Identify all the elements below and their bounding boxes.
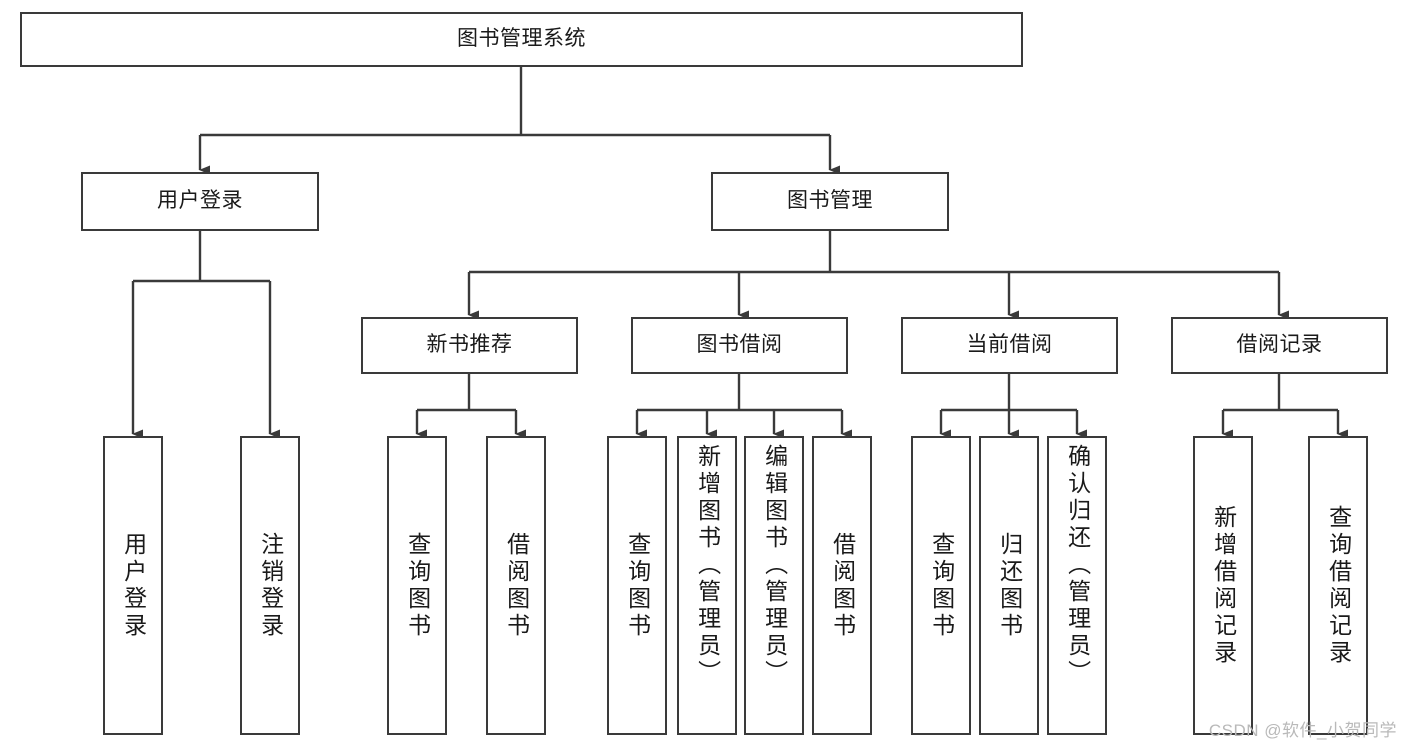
- leaf-borrow-add-book-admin[interactable]: 新增图书（管理员）: [677, 436, 737, 735]
- leaf-user-login-signin[interactable]: 用户登录: [103, 436, 163, 735]
- node-label: 编辑图书（管理员）: [761, 444, 788, 687]
- node-label: 当前借阅: [966, 333, 1053, 357]
- node-label: 图书管理: [787, 189, 873, 213]
- node-label: 借阅图书: [829, 531, 856, 640]
- node-borrowing-records[interactable]: 借阅记录: [1171, 317, 1388, 374]
- node-current-borrowing[interactable]: 当前借阅: [901, 317, 1118, 374]
- node-label: 新增借阅记录: [1210, 504, 1237, 667]
- node-root-book-management-system[interactable]: 图书管理系统: [20, 12, 1023, 67]
- node-label: 查询借阅记录: [1325, 504, 1352, 667]
- node-label: 新增图书（管理员）: [694, 444, 721, 687]
- node-book-management[interactable]: 图书管理: [711, 172, 949, 231]
- leaf-current-return-book[interactable]: 归还图书: [979, 436, 1039, 735]
- node-label: 图书借阅: [696, 333, 783, 357]
- leaf-borrow-query-book[interactable]: 查询图书: [607, 436, 667, 735]
- connectors: [131, 67, 1348, 439]
- leaf-borrow-borrow-book[interactable]: 借阅图书: [812, 436, 872, 735]
- leaf-new-book-query[interactable]: 查询图书: [387, 436, 447, 735]
- node-label: 用户登录: [120, 531, 147, 640]
- node-label: 借阅记录: [1236, 333, 1323, 357]
- leaf-current-query-book[interactable]: 查询图书: [911, 436, 971, 735]
- node-label: 确认归还（管理员）: [1064, 444, 1091, 687]
- leaf-borrow-edit-book-admin[interactable]: 编辑图书（管理员）: [744, 436, 804, 735]
- node-book-borrowing[interactable]: 图书借阅: [631, 317, 848, 374]
- leaf-new-book-borrow[interactable]: 借阅图书: [486, 436, 546, 735]
- leaf-record-query-record[interactable]: 查询借阅记录: [1308, 436, 1368, 735]
- node-label: 借阅图书: [503, 531, 530, 640]
- node-label: 图书管理系统: [457, 27, 586, 51]
- leaf-current-confirm-return-admin[interactable]: 确认归还（管理员）: [1047, 436, 1107, 735]
- node-label: 注销登录: [257, 531, 284, 640]
- node-label: 查询图书: [928, 531, 955, 640]
- leaf-user-login-signout[interactable]: 注销登录: [240, 436, 300, 735]
- node-label: 用户登录: [157, 189, 243, 213]
- node-label: 归还图书: [996, 531, 1023, 640]
- node-label: 查询图书: [624, 531, 651, 640]
- node-label: 新书推荐: [426, 333, 513, 357]
- node-label: 查询图书: [404, 531, 431, 640]
- node-user-login[interactable]: 用户登录: [81, 172, 319, 231]
- leaf-record-add-record[interactable]: 新增借阅记录: [1193, 436, 1253, 735]
- node-new-book-recommendation[interactable]: 新书推荐: [361, 317, 578, 374]
